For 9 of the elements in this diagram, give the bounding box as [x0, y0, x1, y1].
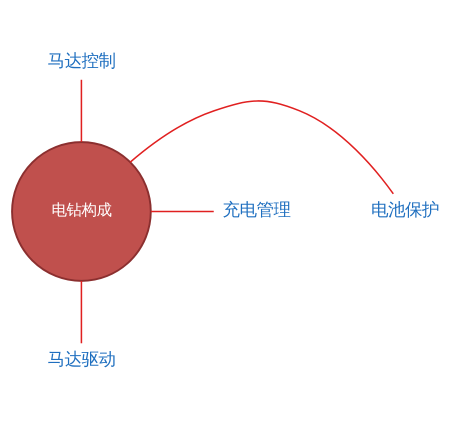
connector: [80, 80, 82, 142]
connector: [150, 210, 214, 212]
node-text: 电池保护: [371, 200, 440, 221]
connector: [130, 100, 394, 194]
node-text: 马达控制: [47, 51, 116, 72]
node-text: 马达驱动: [47, 350, 116, 370]
node-circle: 电钻构成: [11, 141, 152, 282]
node-text: 充电管理: [222, 200, 291, 221]
connector: [80, 280, 82, 344]
